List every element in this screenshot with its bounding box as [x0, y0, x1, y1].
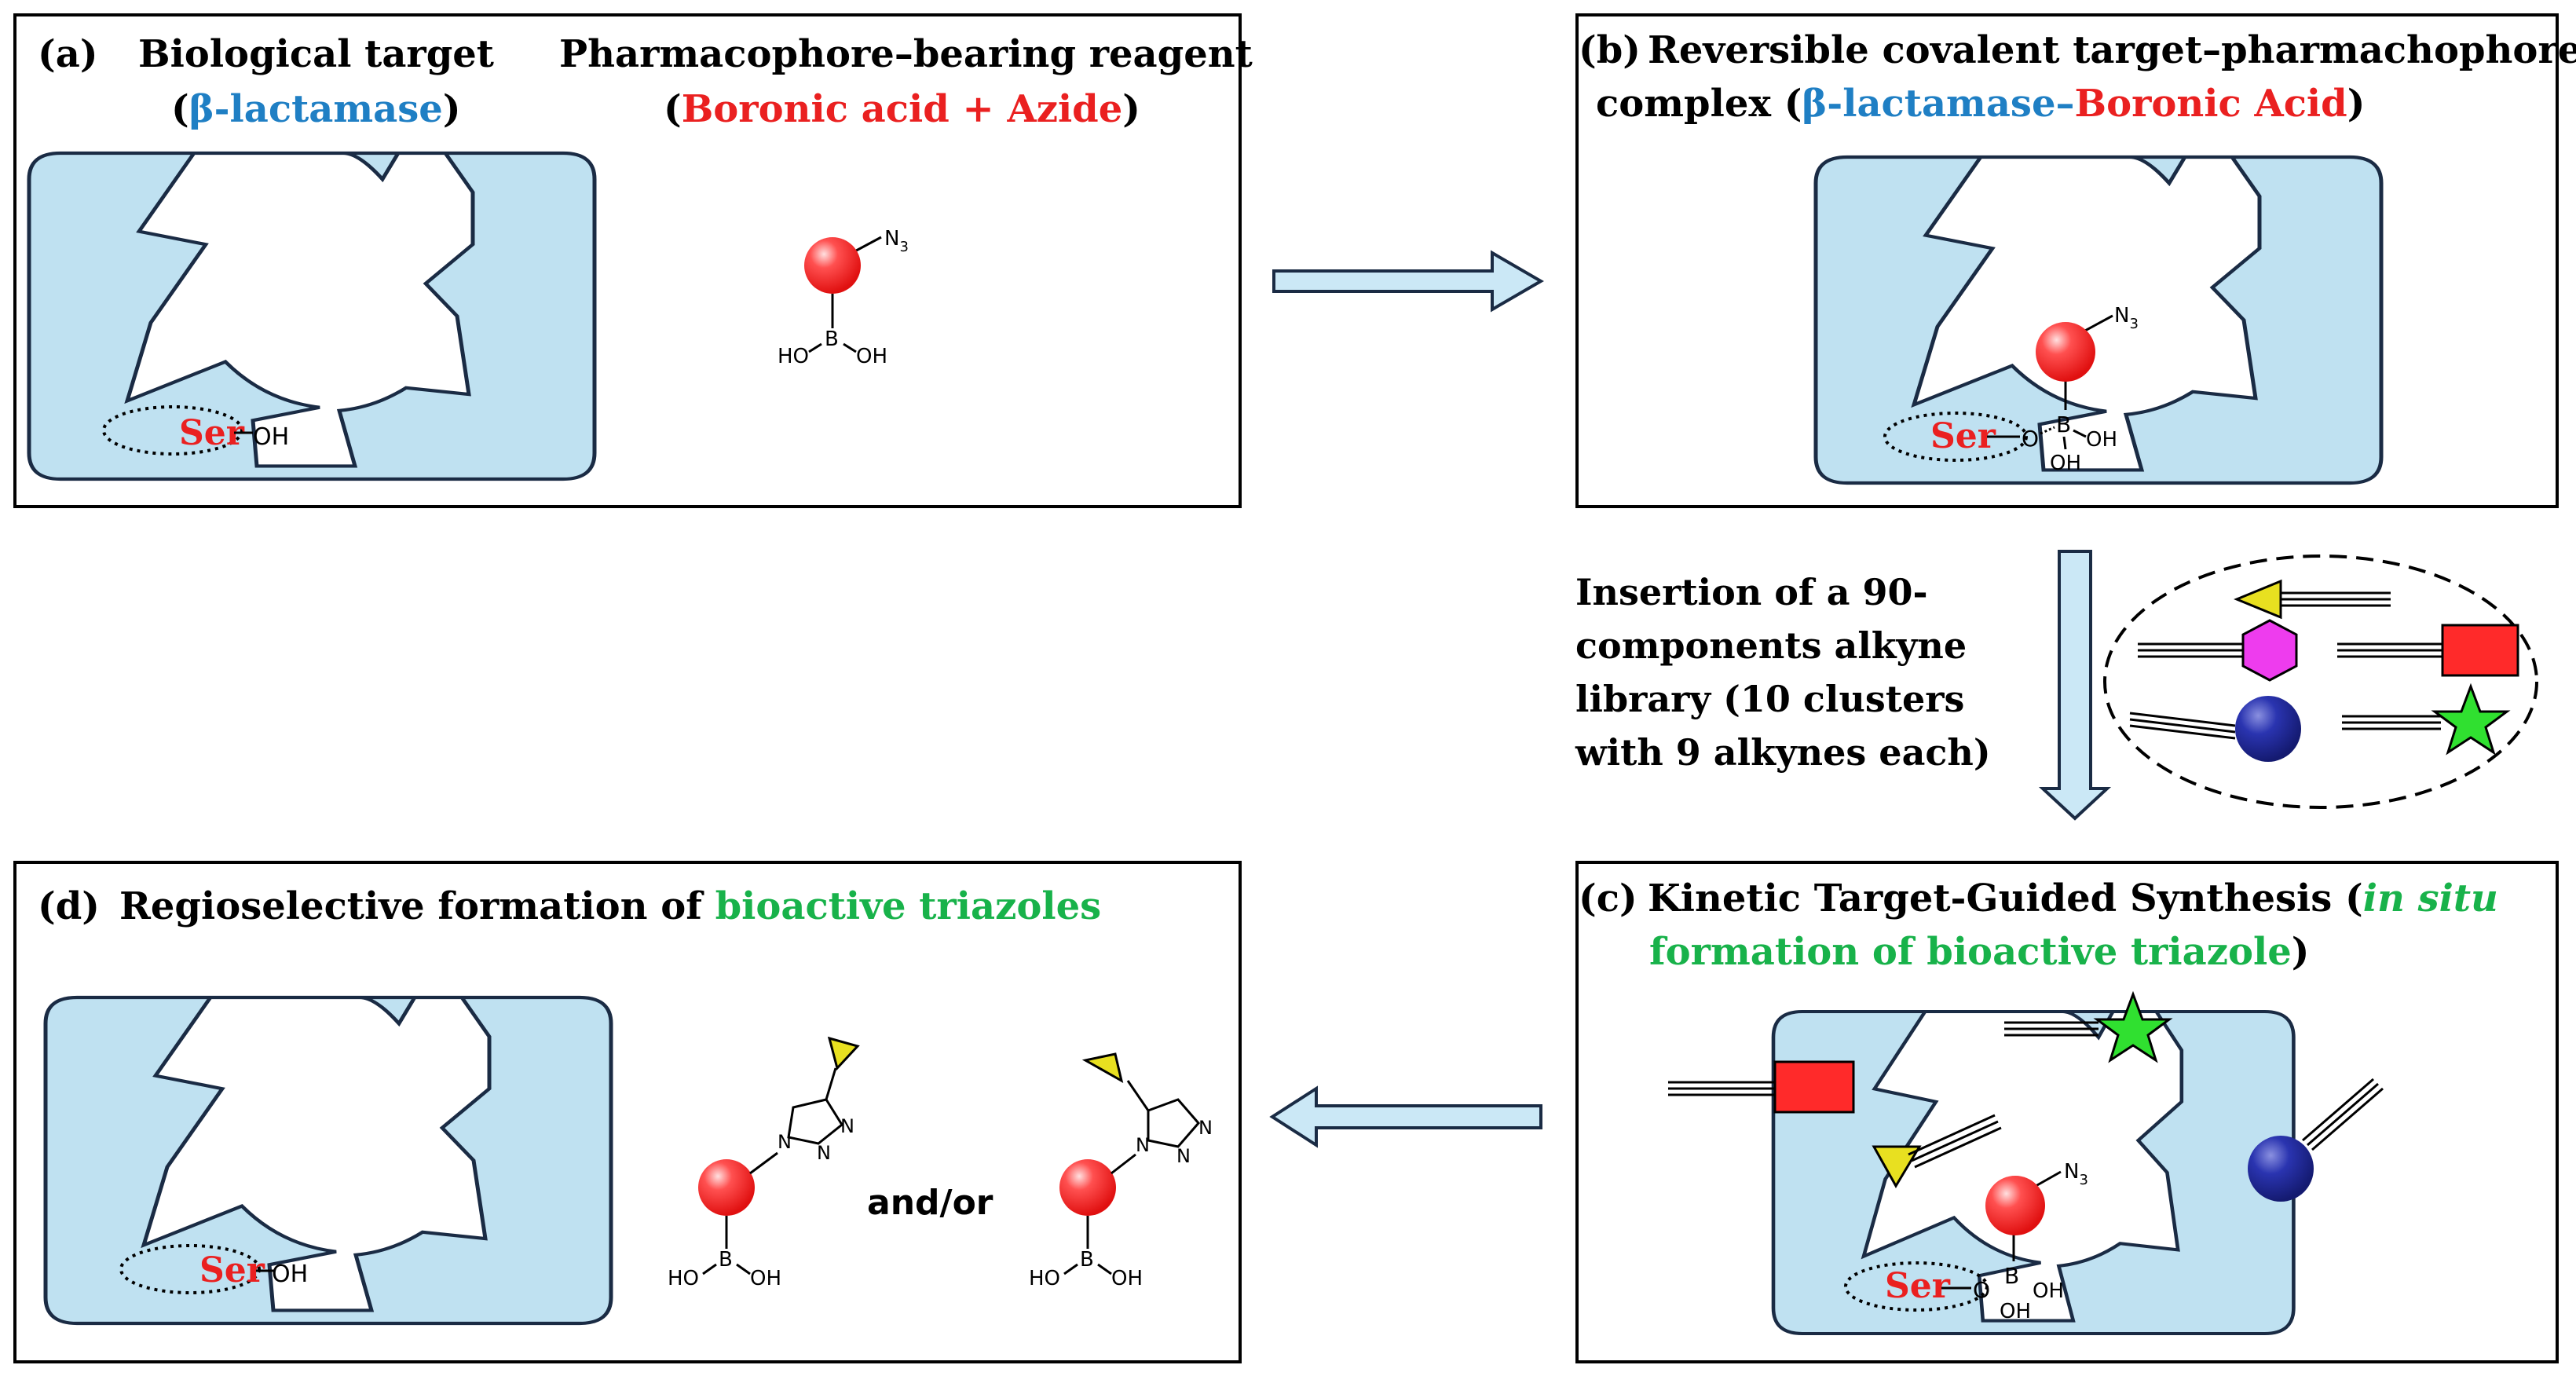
- oh-label: OH: [2086, 428, 2117, 452]
- boronic-azide-reagent: N3 B HO OH: [778, 227, 909, 368]
- reagent-title: Pharmacophore–bearing reagent: [559, 32, 1253, 76]
- library-boundary: [2103, 554, 2538, 809]
- azide-label: N3: [2064, 1160, 2088, 1188]
- insertion-line-2: components alkyne: [1575, 624, 1967, 667]
- svg-text:HO: HO: [668, 1267, 699, 1290]
- panel-b-title-line2: complex (β-lactamase–Boronic Acid): [1596, 82, 2365, 126]
- panel-d-label: (d): [38, 884, 100, 928]
- oh-label: OH: [2033, 1279, 2064, 1303]
- triazole-ring: [787, 1098, 843, 1145]
- insertion-line-3: library (10 clusters: [1575, 678, 1964, 720]
- sphere-alkyne: [2129, 696, 2301, 762]
- insertion-line-1: Insertion of a 90-: [1575, 571, 1928, 613]
- pharmacophore-sphere: [698, 1159, 755, 1216]
- serine-label: Ser: [179, 413, 245, 453]
- serine-label: Ser: [199, 1250, 265, 1290]
- sphere-alkyne: [2248, 1078, 2384, 1202]
- serine-site-ellipse: [1883, 412, 2028, 462]
- svg-text:OH: OH: [750, 1267, 781, 1290]
- azide-label: N3: [2114, 304, 2139, 332]
- pharmacophore-sphere: [804, 237, 861, 294]
- triazole-ring: [1147, 1098, 1200, 1148]
- triangle-alkyne: [2234, 579, 2391, 620]
- in-situ-label: in situ: [2363, 876, 2498, 920]
- azide-label: N3: [884, 227, 909, 255]
- oh-label: OH: [856, 345, 887, 368]
- triazole-product-1-5: N N N B HO OH: [1029, 1052, 1213, 1290]
- panel-a-label: (a): [38, 32, 98, 76]
- panel-c: (c) Kinetic Target-Guided Synthesis (in …: [1575, 861, 2559, 1363]
- boron-label: B: [2056, 412, 2071, 437]
- triangle-substituent: [827, 1036, 860, 1071]
- panel-a: (a) Biological target (β-lactamase) Phar…: [13, 13, 1253, 508]
- reagent-subtitle: (Boronic acid + Azide): [664, 87, 1140, 131]
- insertion-note: Insertion of a 90- components alkyne lib…: [1575, 571, 1991, 774]
- reagent-name: Boronic acid + Azide: [682, 87, 1123, 131]
- svg-text:N: N: [1176, 1145, 1191, 1167]
- insertion-line-4: with 9 alkynes each): [1575, 731, 1991, 774]
- oxygen-label: O: [2022, 426, 2039, 452]
- boron-label: B: [2004, 1263, 2019, 1289]
- arrow-b-to-c: [2038, 550, 2112, 821]
- enzyme-name: β-lactamase: [1802, 82, 2055, 126]
- svg-text:N: N: [840, 1115, 854, 1137]
- panel-d: (d) Regioselective formation of bioactiv…: [13, 861, 1242, 1363]
- panel-c-title-line1: Kinetic Target-Guided Synthesis (in situ: [1648, 876, 2498, 920]
- serine-site-ellipse: [102, 405, 243, 456]
- serine-site-ellipse: [119, 1244, 261, 1294]
- star-alkyne: [2004, 990, 2173, 1063]
- arrow-a-to-b: [1272, 250, 1544, 313]
- panel-c-label: (c): [1579, 876, 1637, 920]
- panel-b-frame: [1575, 13, 2559, 508]
- alkyne-library: [2103, 554, 2538, 809]
- svg-text:HO: HO: [1029, 1267, 1060, 1290]
- oh-label-2: OH: [2050, 452, 2081, 475]
- svg-text:OH: OH: [1111, 1267, 1143, 1290]
- svg-text:B: B: [719, 1248, 733, 1272]
- panel-b-label: (b): [1579, 28, 1641, 72]
- target-name: β-lactamase: [189, 87, 443, 131]
- serine-label: Ser: [1885, 1266, 1951, 1306]
- triazole-product-1-4: N N N B HO OH: [668, 1036, 860, 1290]
- hexagon-alkyne: [2138, 619, 2298, 682]
- pharmacophore-sphere: [2036, 322, 2095, 382]
- serine-site-ellipse: [1844, 1261, 1989, 1312]
- panel-b: (b) Reversible covalent target–pharmacho…: [1575, 13, 2576, 508]
- svg-text:N: N: [817, 1142, 831, 1164]
- ligand-name: Boronic Acid: [2075, 82, 2347, 126]
- pharmacophore-sphere: [1985, 1176, 2045, 1235]
- svg-text:N: N: [1198, 1117, 1213, 1139]
- oh-label-2: OH: [2000, 1300, 2031, 1323]
- square-alkyne: [2337, 624, 2519, 677]
- panel-c-title-line2: formation of bioactive triazole): [1649, 930, 2310, 974]
- boron-label: B: [825, 328, 839, 351]
- square-alkyne: [1668, 1060, 1855, 1114]
- panel-b-title-line1: Reversible covalent target–pharmachophor…: [1648, 28, 2576, 72]
- panel-d-title: Regioselective formation of bioactive tr…: [119, 884, 1101, 928]
- target-subtitle: (β-lactamase): [171, 87, 461, 131]
- and-or-label: and/or: [867, 1183, 993, 1223]
- oxygen-label: O: [1973, 1277, 1990, 1303]
- triazoles-label: bioactive triazoles: [715, 884, 1102, 928]
- target-title: Biological target: [138, 32, 494, 76]
- hydroxyl-label: OH: [272, 1261, 308, 1288]
- svg-text:N: N: [1136, 1134, 1150, 1156]
- pharmacophore-sphere: [1059, 1159, 1116, 1216]
- arrow-c-to-d: [1269, 1085, 1542, 1148]
- serine-label: Ser: [1930, 416, 1996, 456]
- star-alkyne: [2342, 683, 2511, 756]
- triangle-substituent: [1081, 1052, 1124, 1083]
- hydroxyl-label: OH: [253, 423, 289, 451]
- svg-text:B: B: [1080, 1248, 1094, 1272]
- triangle-alkyne: [1872, 1114, 2002, 1188]
- ho-label: HO: [778, 345, 809, 368]
